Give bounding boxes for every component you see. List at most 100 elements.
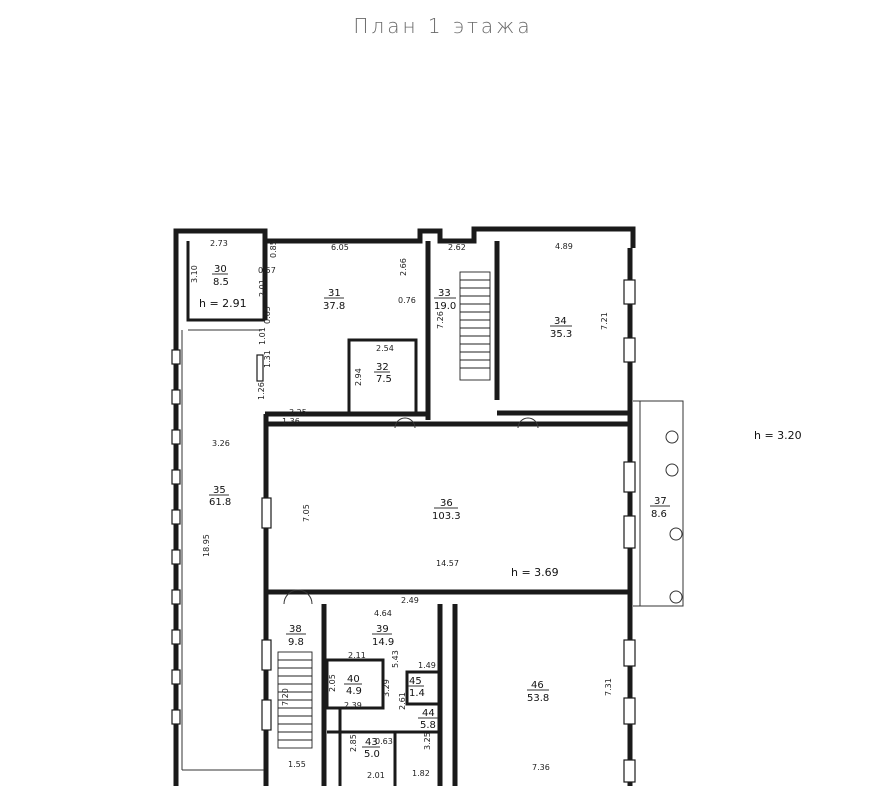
room-area: 103.3 xyxy=(432,511,461,522)
room-number: 33 xyxy=(438,288,451,299)
dim-label: 1.01 xyxy=(258,327,267,345)
room-36: 36 103.3 xyxy=(432,498,461,522)
dim-label: 2.01 xyxy=(367,771,385,780)
room-number: 43 xyxy=(365,737,378,748)
window xyxy=(261,639,272,671)
dim-label: 5.43 xyxy=(391,650,400,668)
room-area: 14.9 xyxy=(372,637,394,648)
dim-label: 7.36 xyxy=(532,763,550,772)
dim-label: 1.26 xyxy=(257,382,266,400)
dim-label: 7.26 xyxy=(436,311,445,329)
room-area: 4.9 xyxy=(346,686,362,697)
window xyxy=(623,639,636,667)
dim-label: 7.20 xyxy=(281,688,290,706)
room-30: 30 8.5 xyxy=(212,264,229,288)
room-number: 36 xyxy=(440,498,453,509)
window xyxy=(623,515,636,549)
dim-label: 7.05 xyxy=(302,504,311,522)
dim-label: 6.05 xyxy=(331,243,349,252)
room-area: 37.8 xyxy=(323,301,345,312)
dim-label: 0.85 xyxy=(269,240,278,258)
room-area: 53.8 xyxy=(527,693,549,704)
dim-label: 1.36 xyxy=(282,417,300,426)
height-hall: h = 3.69 xyxy=(511,566,559,579)
windows-hall xyxy=(256,354,272,731)
room-number: 45 xyxy=(409,676,422,687)
dim-label: 2.39 xyxy=(344,701,362,710)
room-number: 32 xyxy=(376,362,389,373)
room-46: 46 53.8 xyxy=(527,680,549,704)
dim-label: 1.55 xyxy=(288,760,306,769)
room-area: 19.0 xyxy=(434,301,456,312)
room-area: 61.8 xyxy=(209,497,231,508)
window xyxy=(171,709,181,725)
dim-label: 1.49 xyxy=(418,661,436,670)
room-number: 38 xyxy=(289,624,302,635)
room-number: 31 xyxy=(328,288,341,299)
room-45: 45 1.4 xyxy=(408,676,425,699)
dim-label: 0.63 xyxy=(375,737,393,746)
room-area: 5.8 xyxy=(420,720,436,731)
window xyxy=(171,669,181,685)
dim-label: 2.94 xyxy=(354,368,363,386)
window xyxy=(623,337,636,363)
room-number: 35 xyxy=(213,485,226,496)
room-area: 5.0 xyxy=(364,749,380,760)
window xyxy=(171,549,181,565)
room-area: 8.5 xyxy=(213,277,229,288)
dim-label: 3.26 xyxy=(212,439,230,448)
room-number: 44 xyxy=(422,708,435,719)
stairs-33 xyxy=(459,271,491,381)
terrace-37 xyxy=(633,400,684,607)
dim-label: 18.95 xyxy=(202,534,211,557)
window xyxy=(623,461,636,493)
room-44: 44 5.8 xyxy=(418,708,438,731)
window xyxy=(171,389,181,405)
dim-label: 2.62 xyxy=(448,243,466,252)
window xyxy=(623,279,636,305)
room-number: 30 xyxy=(214,264,227,275)
dim-label: 2.73 xyxy=(210,239,228,248)
window xyxy=(171,629,181,645)
dim-label: 0.57 xyxy=(258,266,276,275)
plan-title: План 1 этажа xyxy=(353,14,533,38)
dim-label: 2.54 xyxy=(376,344,394,353)
room-33: 33 19.0 xyxy=(434,288,456,312)
room-34: 34 35.3 xyxy=(550,316,572,340)
room-area: 9.8 xyxy=(288,637,304,648)
dim-label: 3.29 xyxy=(382,679,391,697)
dimension-labels: 2.73 3.10 0.85 0.57 2.01 6.05 2.66 0.76 … xyxy=(190,239,613,780)
room-number: 37 xyxy=(654,496,667,507)
window xyxy=(623,697,636,725)
window xyxy=(171,349,181,365)
room-area: 35.3 xyxy=(550,329,572,340)
dim-label: 0.76 xyxy=(398,296,416,305)
windows-left xyxy=(171,330,264,771)
height-room30: h = 2.91 xyxy=(199,297,247,310)
dim-label: 4.64 xyxy=(374,609,392,618)
room-39: 39 14.9 xyxy=(372,624,394,648)
dim-label: 14.57 xyxy=(436,559,459,568)
window xyxy=(171,509,181,525)
dim-label: 1.31 xyxy=(263,350,272,368)
room-43: 43 5.0 xyxy=(362,737,380,760)
dim-label: 2.61 xyxy=(398,692,407,710)
dim-label: 2.05 xyxy=(328,674,337,692)
room-area: 7.5 xyxy=(376,374,392,385)
dim-label: 7.21 xyxy=(600,312,609,330)
window xyxy=(256,354,264,382)
room-38: 38 9.8 xyxy=(286,624,306,648)
dim-label: 1.82 xyxy=(412,769,430,778)
dim-label: 3.25 xyxy=(423,732,432,750)
room-area: 1.4 xyxy=(409,688,425,699)
room-area: 8.6 xyxy=(651,509,667,520)
dim-label: 3.10 xyxy=(190,265,199,283)
room-number: 39 xyxy=(376,624,389,635)
arches xyxy=(283,417,539,605)
dim-label: 2.11 xyxy=(348,651,366,660)
room-31: 31 37.8 xyxy=(323,288,345,312)
window xyxy=(171,469,181,485)
room-32: 32 7.5 xyxy=(374,362,392,385)
window xyxy=(261,699,272,731)
